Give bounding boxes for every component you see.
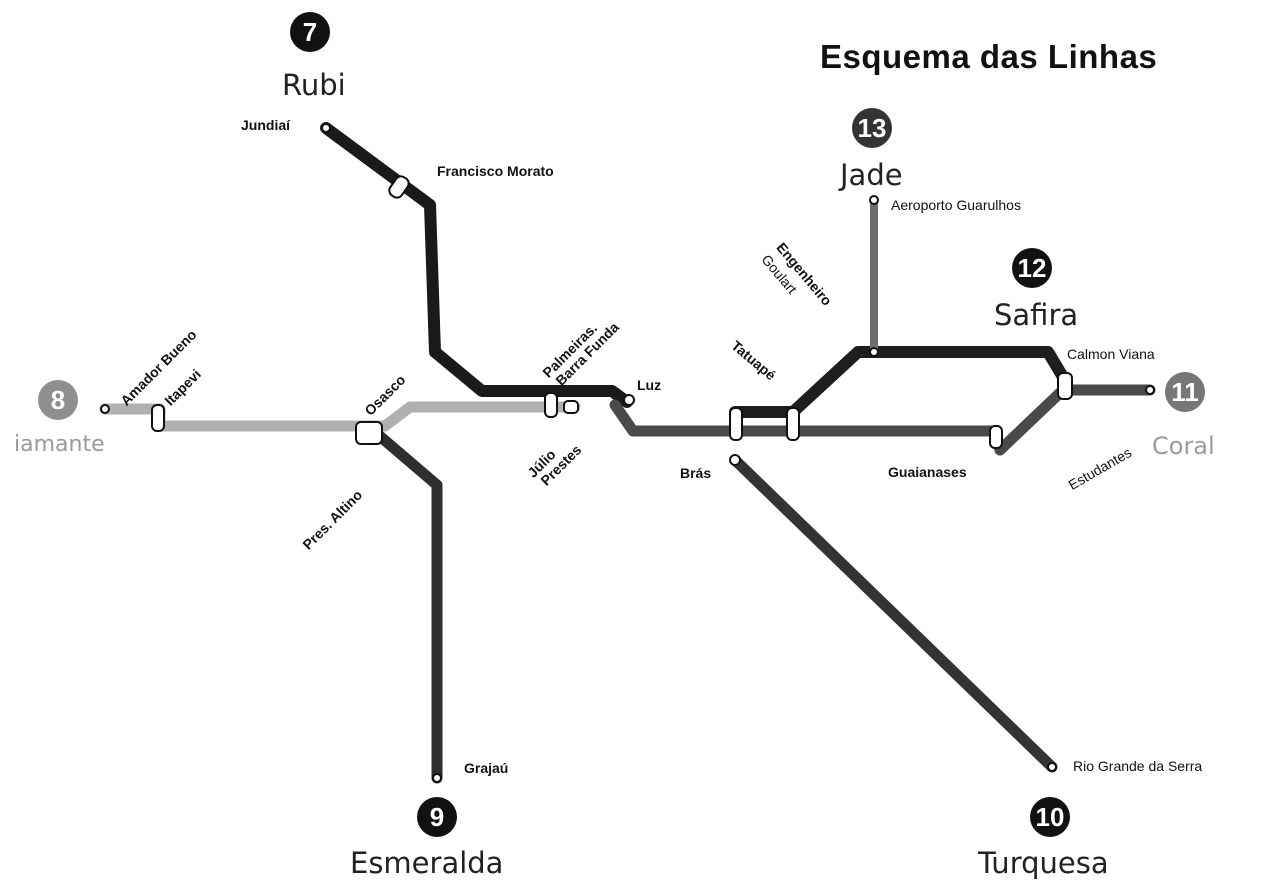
stop-osasco <box>355 421 383 445</box>
station-bras: Brás <box>680 465 712 481</box>
line-13-name: Jade <box>840 158 903 192</box>
line-10-name: Turquesa <box>978 846 1109 880</box>
station-luz: Luz <box>637 377 662 393</box>
line-10-badge: 10 <box>1030 797 1070 837</box>
stop-aeroporto <box>869 195 879 205</box>
line-9-name: Esmeralda <box>350 846 504 880</box>
map-title: Esquema das Linhas <box>820 38 1158 75</box>
stop-amador-bueno <box>100 404 110 414</box>
stop-itapevi <box>151 404 165 432</box>
line-9-badge: 9 <box>417 797 457 837</box>
line-8-badge: 8 <box>38 380 78 420</box>
stop-julio-prestes <box>563 400 579 414</box>
station-aeroporto: Aeroporto Guarulhos <box>891 197 1021 213</box>
stop-guaianases <box>989 425 1003 449</box>
stop-grajau <box>432 773 442 783</box>
station-calmon-viana: Calmon Viana <box>1067 346 1155 362</box>
stop-rio-grande <box>1047 762 1057 772</box>
line-8-route <box>99 401 581 432</box>
stop-bras-l10 <box>729 454 741 466</box>
line-10-route <box>729 454 1058 773</box>
line-8-name: iamante <box>14 432 105 457</box>
station-rio-grande: Rio Grande da Serra <box>1073 758 1203 774</box>
line-11-badge: 11 <box>1165 372 1205 412</box>
station-francisco-morato: Francisco Morato <box>437 163 554 179</box>
stop-engenheiro-goulart <box>869 347 879 357</box>
stop-luz <box>623 394 635 406</box>
stop-bras <box>729 407 743 441</box>
station-grajau: Grajaú <box>464 760 509 776</box>
line-11-name: Coral <box>1152 432 1215 460</box>
stop-francisco-morato <box>388 175 410 199</box>
stop-barra-funda <box>544 392 558 418</box>
station-jundiai: Jundiaí <box>241 117 291 133</box>
line-12-route <box>729 346 1069 418</box>
line-7-route <box>320 122 633 408</box>
station-guaianases: Guaianases <box>888 464 967 480</box>
line-9-route <box>369 426 443 784</box>
stop-calmon-viana <box>1057 372 1073 400</box>
line-12-badge: 12 <box>1012 248 1052 288</box>
line-7-name: Rubi <box>282 68 346 102</box>
stop-tatuape <box>786 407 800 441</box>
line-13-badge: 13 <box>852 108 892 148</box>
stop-estudantes <box>1145 385 1155 395</box>
line-12-name: Safira <box>994 298 1079 332</box>
stop-jundiai <box>321 123 331 133</box>
line-7-badge: 7 <box>290 12 330 52</box>
